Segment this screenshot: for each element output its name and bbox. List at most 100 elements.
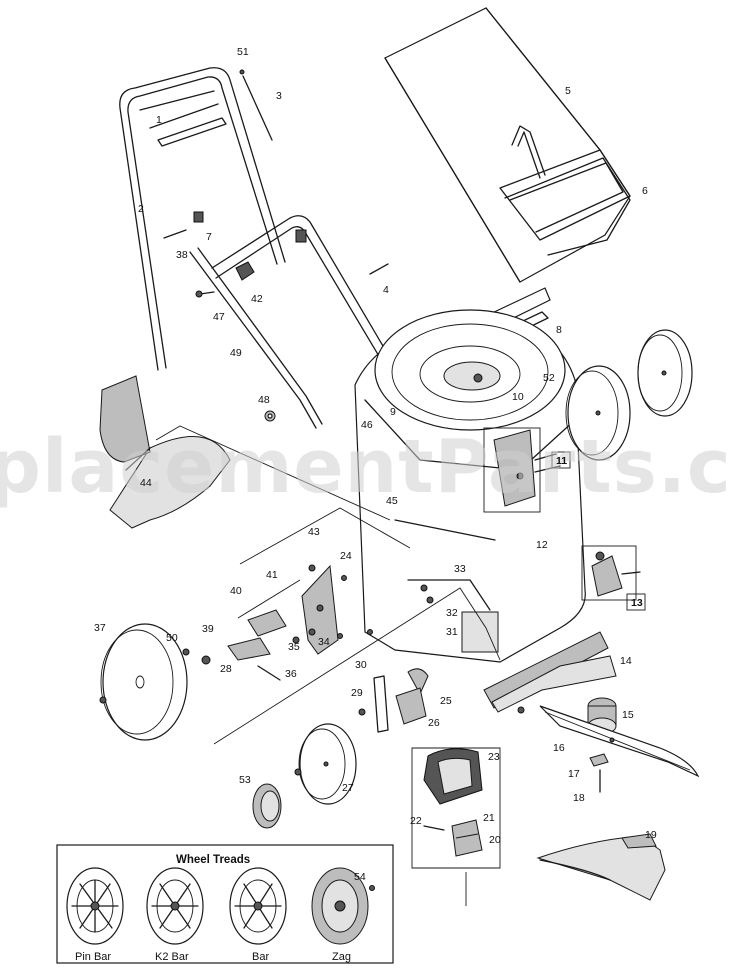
- height-adjuster-front-right: [581, 545, 641, 601]
- leader-line: [155, 425, 391, 521]
- outline-left-adjuster: [239, 507, 411, 565]
- callout: 9: [390, 406, 396, 418]
- nut-34: [308, 628, 316, 636]
- callout: 1: [156, 114, 162, 126]
- callout: 27: [342, 782, 354, 794]
- plate-40: [247, 609, 287, 637]
- mulch-door: [423, 748, 483, 805]
- callout: 6: [642, 185, 648, 197]
- mulch-plug: [99, 375, 231, 529]
- rear-left-wheel: [100, 623, 188, 741]
- front-left-wheel: [298, 723, 357, 805]
- callout: 41: [266, 569, 278, 581]
- callout: 44: [140, 477, 152, 489]
- callout: 28: [220, 663, 232, 675]
- tread-bar: Bar: [229, 867, 287, 963]
- callout: 2: [138, 203, 144, 215]
- tread-zag: Zag: [311, 867, 369, 963]
- side-discharge-chute: [536, 833, 666, 901]
- screw-54: [369, 885, 375, 891]
- callout: 37: [94, 622, 106, 634]
- handle-knob-42: [235, 261, 255, 281]
- callout: 39: [202, 623, 214, 635]
- tread-pin-bar: Pin Bar: [66, 867, 124, 963]
- rope-guide: [242, 75, 273, 141]
- box-13: [626, 593, 646, 611]
- callout: 4: [383, 284, 389, 296]
- hub-cap: [252, 783, 282, 829]
- bolt-32: [420, 584, 428, 592]
- callout: 32: [446, 607, 458, 619]
- outline-front-axle: [213, 587, 501, 745]
- mower-deck: [354, 309, 586, 663]
- box-23-group: [411, 747, 501, 869]
- nut-35: [292, 636, 300, 644]
- callout: 52: [543, 372, 555, 384]
- nut-24c: [337, 633, 343, 639]
- callout: 14: [620, 655, 632, 667]
- box-11: [551, 451, 571, 469]
- watermark: placementParts.c: [0, 424, 732, 510]
- callout-labels: 51 3 1 5 2 6 7 38 42 4 47 8 49 52 48 9 4…: [94, 46, 657, 883]
- bracket-21-20: [451, 819, 483, 857]
- tread-k2-bar: K2 Bar: [146, 867, 204, 963]
- callout: 54: [354, 871, 366, 883]
- callout: 29: [351, 687, 363, 699]
- wheel-treads-panel: Wheel Treads Pin Bar K2 Bar Bar Zag: [56, 844, 394, 964]
- washer-17: [589, 753, 609, 767]
- nut-24d: [99, 696, 107, 704]
- bolt-28: [201, 655, 211, 665]
- callout: 20: [489, 834, 501, 846]
- bolt-38: [163, 229, 187, 239]
- callout-boxed: 13: [631, 597, 643, 609]
- bolt-28b: [358, 708, 366, 716]
- callout: 3: [276, 90, 282, 102]
- tread-label-pin-bar: Pin Bar: [75, 951, 111, 963]
- callout: 17: [568, 768, 580, 780]
- tread-label-k2-bar: K2 Bar: [155, 951, 189, 963]
- callout-boxed: 11: [556, 455, 567, 467]
- bolt-head: [195, 290, 203, 298]
- rod-22: [423, 825, 445, 831]
- front-right-wheel: [637, 329, 693, 417]
- callout: 10: [512, 391, 524, 403]
- washer-50: [182, 648, 190, 656]
- callout: 38: [176, 249, 188, 261]
- screw-51: [239, 69, 245, 75]
- callout: 51: [237, 46, 249, 58]
- wheel-treads-title: Wheel Treads: [176, 854, 250, 866]
- callout: 33: [454, 563, 466, 575]
- callout: 24: [340, 550, 352, 562]
- callout: 18: [573, 792, 585, 804]
- handle-knob-7: [193, 211, 204, 223]
- callout: 26: [428, 717, 440, 729]
- handle-knob: [295, 229, 307, 243]
- bolt-31: [426, 596, 434, 604]
- callout: 25: [440, 695, 452, 707]
- callout: 8: [556, 324, 562, 336]
- callout: 23: [488, 751, 500, 763]
- callout: 15: [622, 709, 634, 721]
- nut-24b: [367, 629, 373, 635]
- nut-24: [341, 575, 347, 581]
- callout: 40: [230, 585, 242, 597]
- mower-blade: [539, 705, 700, 778]
- washer-hole: [267, 413, 273, 419]
- callout: 5: [565, 85, 571, 97]
- bag-frame: [504, 157, 631, 256]
- nut-24f: [517, 706, 525, 714]
- discharge-shield: [483, 631, 617, 713]
- clip-4: [369, 263, 389, 275]
- callout: 49: [230, 347, 242, 359]
- callout: 12: [536, 539, 548, 551]
- lever-30: [373, 675, 389, 733]
- callout: 46: [361, 419, 373, 431]
- callout: 34: [318, 636, 330, 648]
- callout: 43: [308, 526, 320, 538]
- callout: 48: [258, 394, 270, 406]
- callout: 19: [645, 829, 657, 841]
- nut-24e: [294, 768, 302, 776]
- spring-36: [257, 665, 281, 681]
- rear-right-wheel: [565, 365, 631, 461]
